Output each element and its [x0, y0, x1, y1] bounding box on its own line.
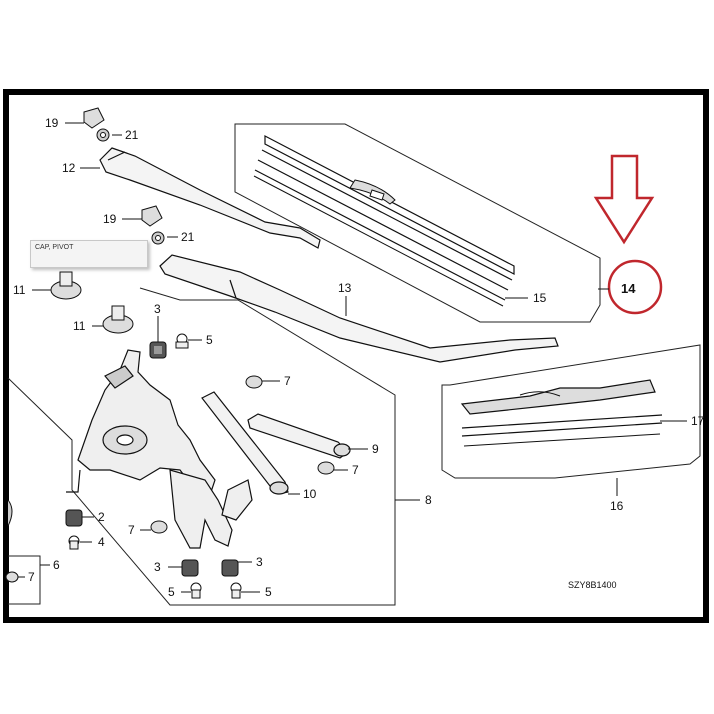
callout-2: 2	[98, 510, 105, 524]
wiper-arm-12[interactable]	[99, 147, 321, 249]
callout-19: 19	[45, 116, 59, 130]
diagram-code: SZY8B1400	[568, 580, 617, 590]
nut-21-upper[interactable]	[96, 128, 110, 142]
tooltip-text: CAP, PIVOT	[35, 244, 74, 251]
cap-7-c[interactable]	[150, 520, 168, 534]
callout-21: 21	[125, 128, 139, 142]
callout-6: 6	[53, 558, 60, 572]
callout-15: 15	[533, 291, 547, 305]
callout-3: 3	[154, 302, 161, 316]
callout-3: 3	[154, 560, 161, 574]
partial-bracket-left	[7, 499, 13, 527]
nut-19-lower[interactable]	[141, 205, 163, 227]
callout-16: 16	[610, 499, 624, 513]
callout-11: 11	[13, 283, 26, 297]
callout-5: 5	[206, 333, 213, 347]
highlight-circle-14	[607, 259, 663, 315]
callout-labels: 19 21 12 19 21 11 11 3 5 13 15 14 7 9 7 …	[13, 116, 705, 599]
link-rod-10[interactable]	[201, 391, 289, 495]
diagram-border	[3, 89, 709, 623]
bolt-4[interactable]	[68, 535, 80, 550]
wiper-motor-frame[interactable]	[66, 349, 253, 549]
callout-9: 9	[372, 442, 379, 456]
bracket-box-6	[8, 555, 41, 605]
upper-blade-box	[234, 123, 601, 323]
linkage-box	[7, 287, 396, 606]
callout-13: 13	[338, 281, 352, 295]
grommet-2[interactable]	[65, 509, 83, 527]
callout-8: 8	[425, 493, 432, 507]
leader-lines	[18, 122, 687, 593]
callout-7: 7	[128, 523, 135, 537]
callout-5: 5	[168, 585, 175, 599]
cap-7-b[interactable]	[317, 461, 335, 475]
callout-7: 7	[352, 463, 359, 477]
callout-7: 7	[28, 570, 35, 584]
callout-5: 5	[265, 585, 272, 599]
bolt-5-top[interactable]	[175, 333, 189, 349]
down-arrow-icon	[593, 154, 655, 245]
callout-4: 4	[98, 535, 105, 549]
callout-12: 12	[62, 161, 76, 175]
bolt-5-right[interactable]	[230, 582, 242, 599]
pivot-cap-11-lower[interactable]	[102, 305, 134, 334]
callout-17: 17	[691, 414, 705, 428]
callout-14: 14	[621, 281, 636, 296]
cap-7-a[interactable]	[245, 375, 263, 389]
pivot-cap-11-upper[interactable]	[50, 271, 82, 300]
callout-3: 3	[256, 555, 263, 569]
callout-21: 21	[181, 230, 195, 244]
link-rod-9[interactable]	[247, 413, 351, 459]
callout-19: 19	[103, 212, 117, 226]
rear-wiper-blade[interactable]	[460, 379, 663, 447]
nut-19-upper[interactable]	[83, 107, 105, 129]
cap-7-d[interactable]	[5, 571, 19, 583]
callout-7: 7	[284, 374, 291, 388]
tooltip-cap-pivot: CAP, PIVOT	[30, 240, 148, 268]
bushing-3-left[interactable]	[181, 559, 199, 577]
upper-wiper-blade[interactable]	[253, 135, 515, 307]
wiper-arm-13[interactable]	[159, 254, 559, 363]
bolt-5-left[interactable]	[190, 582, 202, 599]
bushing-3-right[interactable]	[221, 559, 239, 577]
rear-blade-box	[441, 344, 701, 479]
bushing-3-top[interactable]	[149, 341, 167, 359]
callout-10: 10	[303, 487, 317, 501]
callout-11: 11	[73, 319, 86, 333]
nut-21-lower[interactable]	[151, 231, 165, 245]
